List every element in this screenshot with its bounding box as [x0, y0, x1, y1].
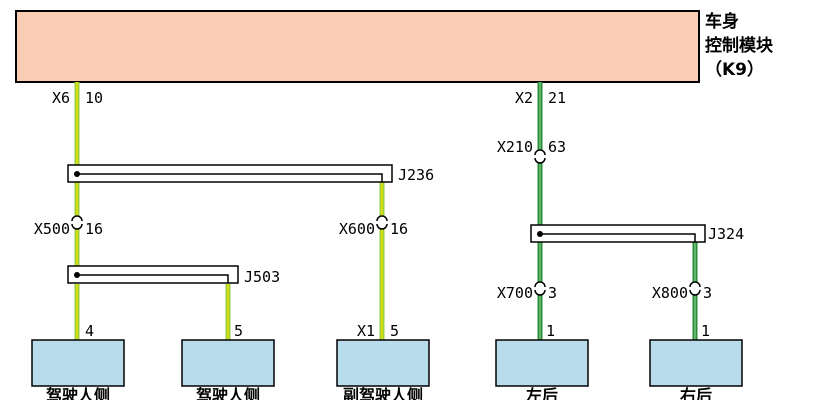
connector-x800-label: X800 — [652, 284, 688, 302]
splice-j236-label: J236 — [398, 166, 434, 184]
connector-x800-symbol — [689, 281, 701, 288]
connector-x210-pin: 63 — [548, 138, 566, 156]
splice-j324 — [530, 224, 706, 243]
component-passenger: 副驾驶人侧 — [336, 339, 430, 400]
connector-x800-pin: 3 — [703, 284, 712, 302]
connector-x500-label: X500 — [34, 220, 70, 238]
right-wires — [537, 82, 698, 340]
module-name-line2: 控制模块 — [705, 35, 774, 56]
component-right-rear-label: 右后 — [680, 386, 712, 400]
connector-symbols — [71, 149, 701, 296]
body-control-module-box — [15, 10, 700, 83]
component2-pin: 5 — [234, 322, 243, 340]
connector-x600-label: X600 — [339, 220, 375, 238]
component-driver-1: 驾驶人侧 — [31, 339, 125, 400]
component-left-rear: 左后 — [495, 339, 589, 400]
component-driver-2: 驾驶人侧 — [181, 339, 275, 400]
module-connector-x2: X2 — [515, 89, 533, 107]
module-name-line1: 车身 — [705, 11, 739, 32]
connector-x210-symbol — [534, 149, 546, 156]
splice-j236 — [67, 164, 393, 183]
module-pin-10: 10 — [85, 89, 103, 107]
connector-x500-pin: 16 — [85, 220, 103, 238]
component-passenger-label: 副驾驶人侧 — [343, 386, 423, 400]
module-pin-21: 21 — [548, 89, 566, 107]
module-connector-x6: X6 — [52, 89, 70, 107]
connector-x600-symbol — [376, 215, 388, 222]
connector-x210-label: X210 — [497, 138, 533, 156]
connector-x700-pin: 3 — [548, 284, 557, 302]
connector-x600-pin: 16 — [390, 220, 408, 238]
component-left-rear-label: 左后 — [525, 386, 558, 400]
connector-x700-symbol — [534, 281, 546, 288]
splice-j503 — [67, 265, 239, 284]
component-driver-2-label: 驾驶人侧 — [195, 386, 260, 400]
left-wires — [74, 82, 385, 340]
module-name-line3: （K9） — [705, 59, 764, 80]
component-right-rear: 右后 — [649, 339, 743, 400]
splice-j324-label: J324 — [708, 225, 744, 243]
component1-pin: 4 — [85, 322, 94, 340]
component3-connector: X1 — [357, 322, 375, 340]
connector-x500-symbol — [71, 215, 83, 222]
component5-pin: 1 — [701, 322, 710, 340]
connector-x700-label: X700 — [497, 284, 533, 302]
component-driver-1-label: 驾驶人侧 — [45, 386, 110, 400]
splice-j503-label: J503 — [244, 268, 280, 286]
component4-pin: 1 — [546, 322, 555, 340]
component3-pin: 5 — [390, 322, 399, 340]
